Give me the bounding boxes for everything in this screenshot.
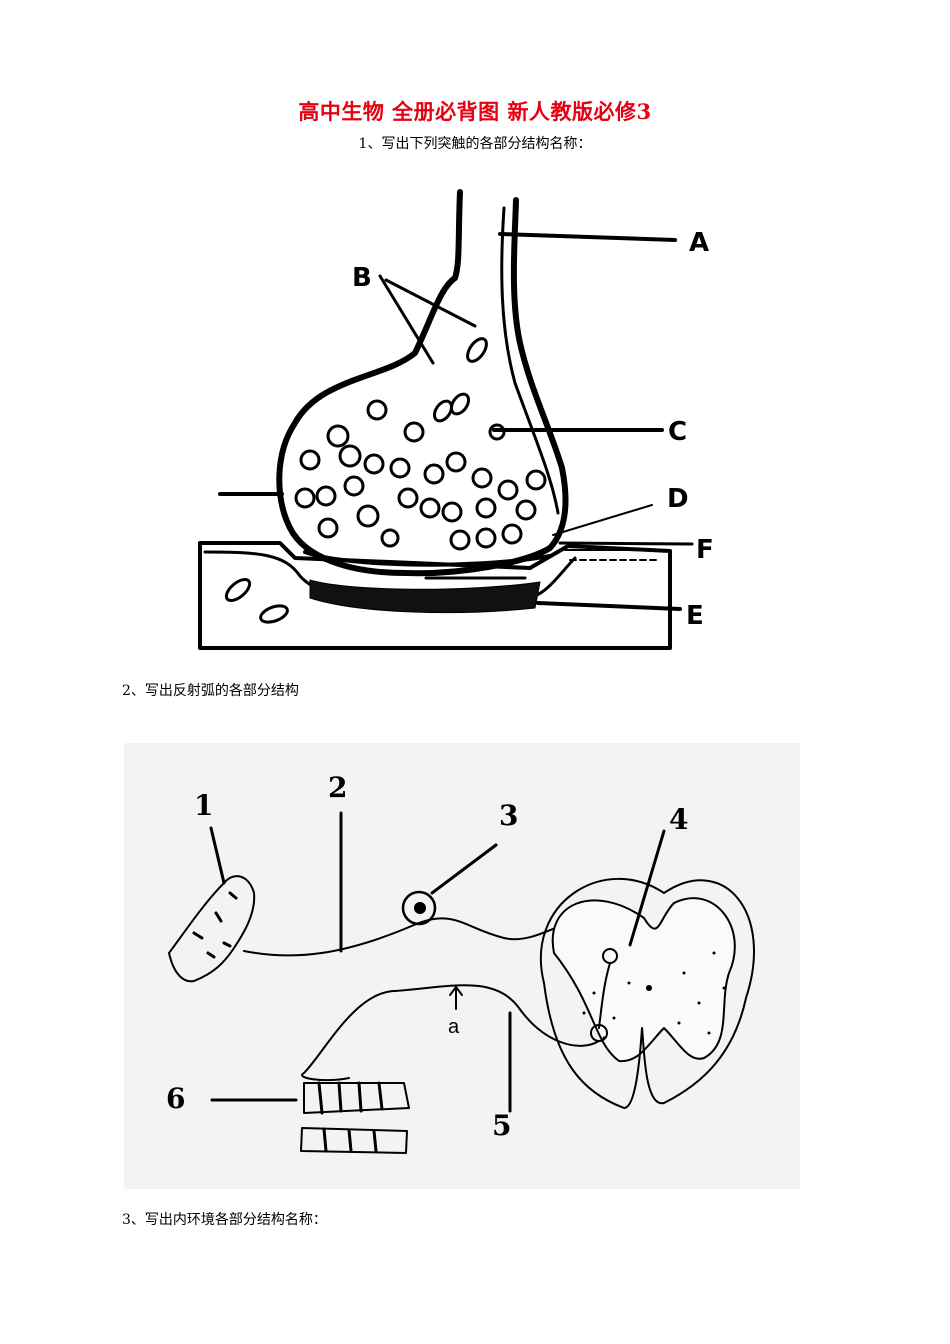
page-title: 高中生物 全册必背图 新人教版必修3 — [298, 99, 652, 124]
reflex-label-6: 6 — [166, 1082, 185, 1115]
synapse-label-f: F — [696, 535, 714, 565]
reflex-arc-diagram: 1 2 3 4 5 6 a — [124, 743, 800, 1189]
reflex-label-2: 2 — [328, 771, 347, 804]
reflex-label-5: 5 — [492, 1109, 511, 1142]
synapse-label-e: E — [686, 601, 704, 631]
reflex-label-4: 4 — [669, 803, 688, 836]
question-3: 3、写出内环境各部分结构名称： — [122, 1212, 327, 1228]
synapse-label-a: A — [689, 228, 709, 258]
synapse-label-d: D — [667, 484, 689, 514]
reflex-label-1: 1 — [194, 789, 213, 822]
reflex-label-a: a — [448, 1016, 460, 1038]
synapse-diagram: A B C D F E — [198, 189, 714, 650]
question-1: 1、写出下列突触的各部分结构名称： — [358, 136, 592, 152]
synapse-label-c: C — [668, 417, 687, 447]
synapse-label-b: B — [352, 263, 372, 293]
question-2: 2、写出反射弧的各部分结构 — [122, 683, 299, 699]
reflex-label-3: 3 — [499, 799, 518, 832]
